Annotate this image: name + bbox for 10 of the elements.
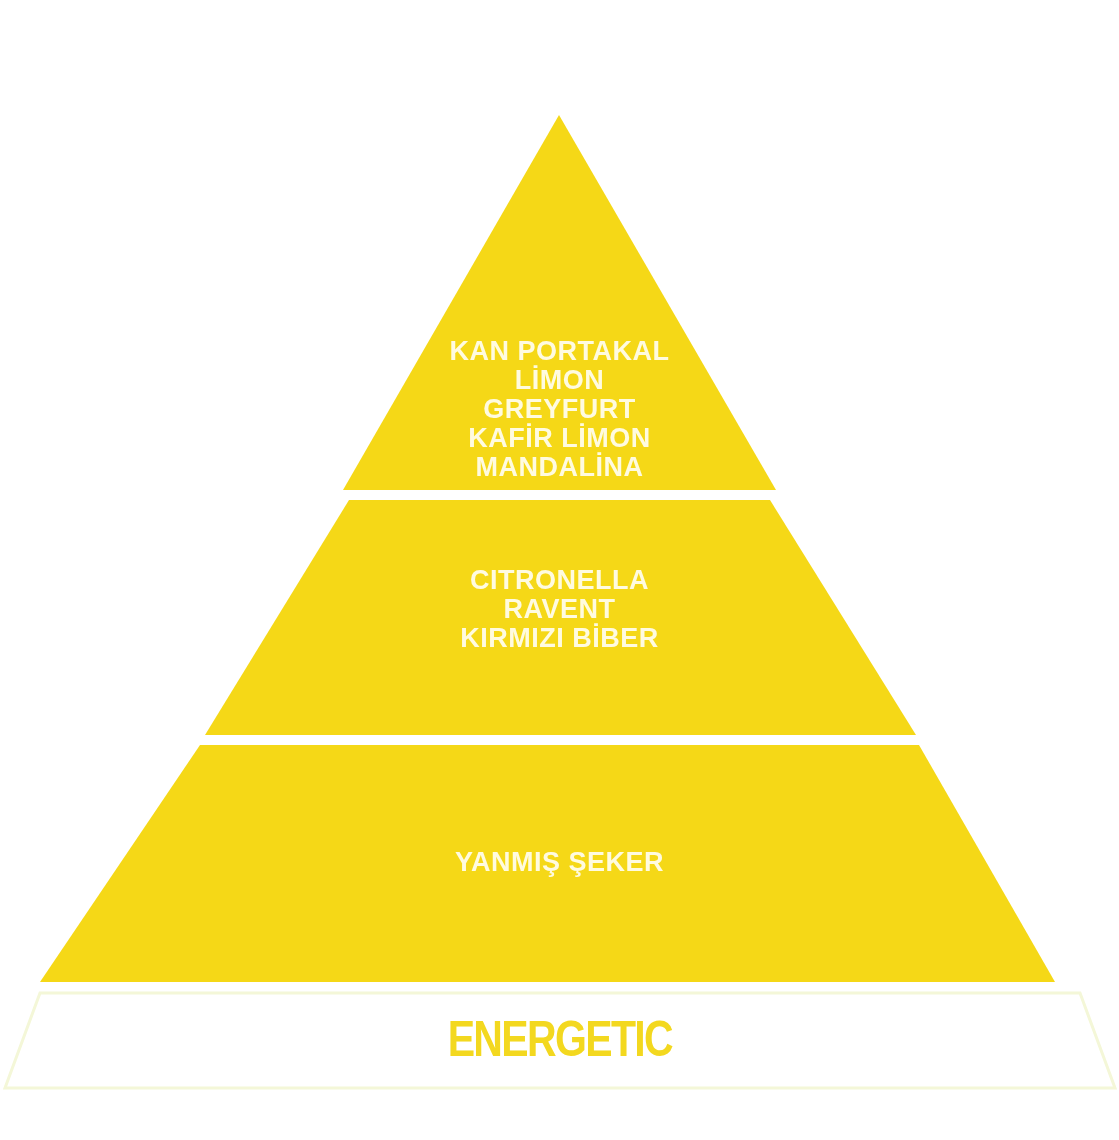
- ingredient-text: LİMON: [514, 366, 605, 395]
- ingredient-text: YANMIŞ ŞEKER: [454, 848, 665, 877]
- ingredient-text: KIRMIZI BİBER: [460, 624, 659, 653]
- ingredient-text: KAFİR LİMON: [468, 424, 651, 453]
- ingredient-text: GREYFURT: [483, 395, 636, 424]
- ingredient-text: RAVENT: [503, 595, 616, 624]
- pyramid-title: ENERGETIC: [447, 1011, 672, 1067]
- ingredient-text: MANDALİNA: [475, 453, 644, 482]
- ingredient-text: KAN PORTAKAL: [449, 337, 670, 366]
- ingredient-text: CITRONELLA: [470, 566, 649, 595]
